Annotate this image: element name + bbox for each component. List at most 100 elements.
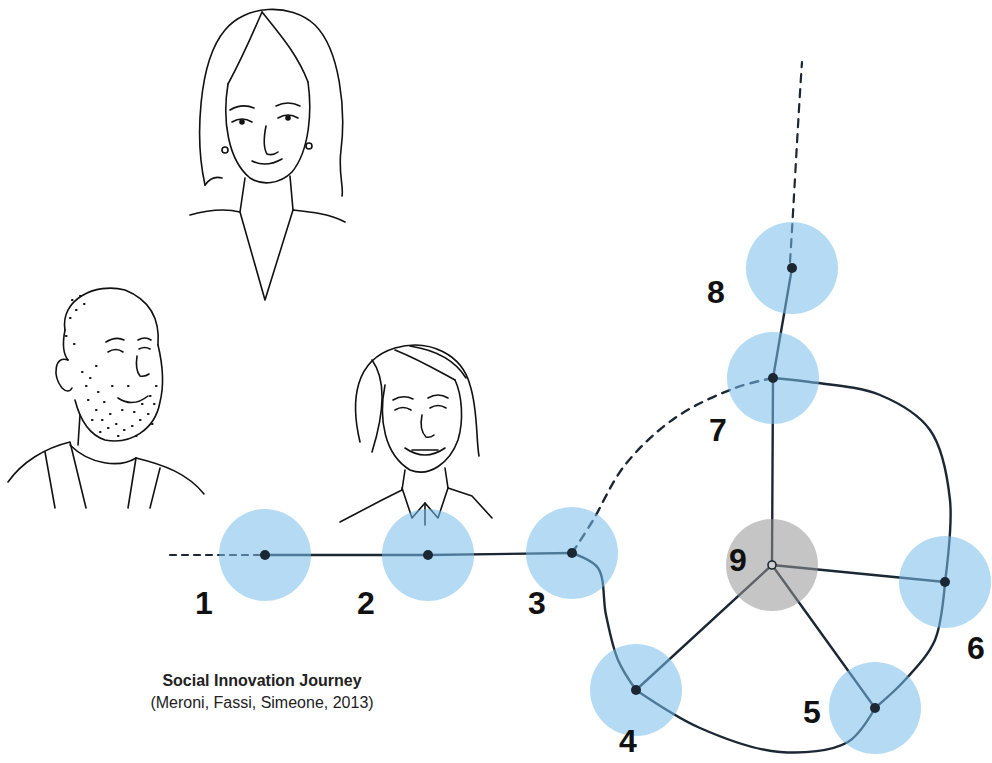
- bearded-man-portrait-stroke: [8, 442, 86, 508]
- diagram-caption: (Meroni, Fassi, Simeone, 2013): [150, 693, 373, 713]
- bearded-man-portrait-stroke: [128, 458, 136, 508]
- journey-stage-circle: 6: [899, 536, 991, 628]
- stage-dot: [940, 577, 950, 587]
- journey-stage-circle: 3: [526, 507, 618, 599]
- diagram-title: Social Innovation Journey: [162, 671, 361, 691]
- woman-portrait-top-stroke: [264, 126, 278, 155]
- stage-dot: [423, 550, 433, 560]
- woman-portrait-top-stroke: [240, 178, 245, 212]
- stage-circle-fill: [219, 509, 311, 601]
- bearded-man-portrait-stroke: [65, 288, 159, 345]
- woman-portrait-top-stroke: [190, 210, 345, 300]
- woman-portrait-top: [190, 9, 345, 300]
- stage-number: 1: [195, 587, 213, 619]
- bearded-man-portrait-stroke: [56, 359, 72, 391]
- woman-portrait-top-stroke: [228, 12, 262, 84]
- stage-circle-shape: [526, 507, 618, 599]
- stage-dot: [870, 703, 880, 713]
- woman-portrait-middle-stroke: [410, 346, 466, 378]
- stage-number: 3: [528, 587, 546, 619]
- woman-portrait-middle-stroke: [445, 468, 448, 488]
- woman-portrait-middle-stroke: [412, 449, 438, 451]
- journey-stage-circle: 7: [727, 332, 819, 424]
- stage-dot: [787, 263, 797, 273]
- woman-portrait-middle-stroke: [428, 395, 448, 398]
- woman-portrait-top-stroke: [252, 159, 282, 164]
- stage-number: 2: [357, 587, 375, 619]
- journey-stage-circle: 4: [590, 644, 682, 736]
- woman-portrait-top-stroke: [262, 12, 308, 82]
- stage-circle-fill: [726, 519, 818, 611]
- stage-circle-fill: [899, 536, 991, 628]
- bearded-man-portrait-stroke: [64, 330, 68, 360]
- woman-portrait-top-stroke: [290, 176, 293, 210]
- stage-circle-fill: [590, 644, 682, 736]
- bearded-man-portrait-stroke: [118, 396, 148, 403]
- bearded-man-portrait-stroke: [136, 458, 204, 494]
- bearded-man-portrait-stroke: [150, 468, 160, 508]
- stage-circle-shape: [382, 509, 474, 601]
- woman-portrait-middle-stroke: [372, 360, 382, 452]
- bearded-man-portrait-stroke: [136, 356, 149, 376]
- journey-stage-circle: 1: [219, 509, 311, 601]
- bearded-man-portrait-stroke: [66, 296, 157, 436]
- bearded-man-portrait-stroke: [106, 338, 124, 342]
- journey-stage-circle: 9: [726, 519, 818, 611]
- bearded-man-portrait-stroke: [45, 452, 55, 508]
- stage-number: 9: [729, 544, 747, 576]
- woman-portrait-top-stroke: [276, 103, 300, 106]
- stage-dot: [768, 373, 778, 383]
- stage-circle-fill: [746, 222, 838, 314]
- stage-dot: [631, 685, 641, 695]
- woman-portrait-top-stroke: [222, 147, 228, 153]
- journey-stage-circle: 8: [746, 222, 838, 314]
- woman-portrait-middle-stroke: [430, 406, 446, 409]
- woman-portrait-top-stroke: [230, 106, 254, 110]
- stage-number: 6: [967, 632, 985, 664]
- stage-circle-shape: [899, 536, 991, 628]
- stage-circle-shape: [219, 509, 311, 601]
- stage-circle-fill: [829, 662, 921, 754]
- woman-portrait-top-stroke: [240, 120, 244, 124]
- stage-circle-shape: [829, 662, 921, 754]
- bearded-man-portrait-stroke: [139, 348, 150, 350]
- bearded-man-portrait-stroke: [78, 415, 80, 445]
- stage-circle-fill: [727, 332, 819, 424]
- woman-portrait-middle-stroke: [421, 415, 434, 437]
- stage-number: 4: [619, 725, 637, 757]
- bearded-man-portrait-stroke: [75, 345, 162, 441]
- woman-portrait-top-stroke: [200, 9, 343, 196]
- woman-portrait-top-stroke: [306, 143, 312, 149]
- hub-ring: [768, 561, 776, 569]
- woman-portrait-middle-stroke: [395, 350, 455, 380]
- stage-dot: [260, 550, 270, 560]
- woman-portrait-middle-stroke: [395, 408, 411, 411]
- stage-circle-fill: [526, 507, 618, 599]
- stage-circle-shape: [727, 332, 819, 424]
- woman-portrait-middle-stroke: [340, 490, 402, 522]
- woman-portrait-middle-stroke: [393, 397, 413, 400]
- woman-portrait-top-stroke: [205, 177, 222, 185]
- bearded-man-portrait-stroke: [108, 350, 123, 353]
- stage-number: 7: [709, 414, 727, 446]
- bearded-man-portrait-stroke: [70, 445, 136, 464]
- stage-dot: [567, 548, 577, 558]
- woman-portrait-middle-stroke: [402, 470, 405, 490]
- stage-circle-shape: [746, 222, 838, 314]
- stage-circle-fill: [382, 509, 474, 601]
- bearded-man-portrait-stroke: [138, 338, 151, 340]
- stage-number: 8: [707, 276, 725, 308]
- woman-portrait-middle-stroke: [382, 380, 461, 472]
- stage-number: 5: [803, 696, 821, 728]
- woman-portrait-middle-stroke: [448, 488, 492, 518]
- woman-portrait-middle-stroke: [405, 448, 445, 455]
- woman-portrait-top-stroke: [226, 82, 310, 183]
- journey-stage-circle: 5: [829, 662, 921, 754]
- journey-stage-circle: 2: [382, 509, 474, 601]
- stage-circle-shape: [590, 644, 682, 736]
- woman-portrait-top-stroke: [286, 116, 290, 120]
